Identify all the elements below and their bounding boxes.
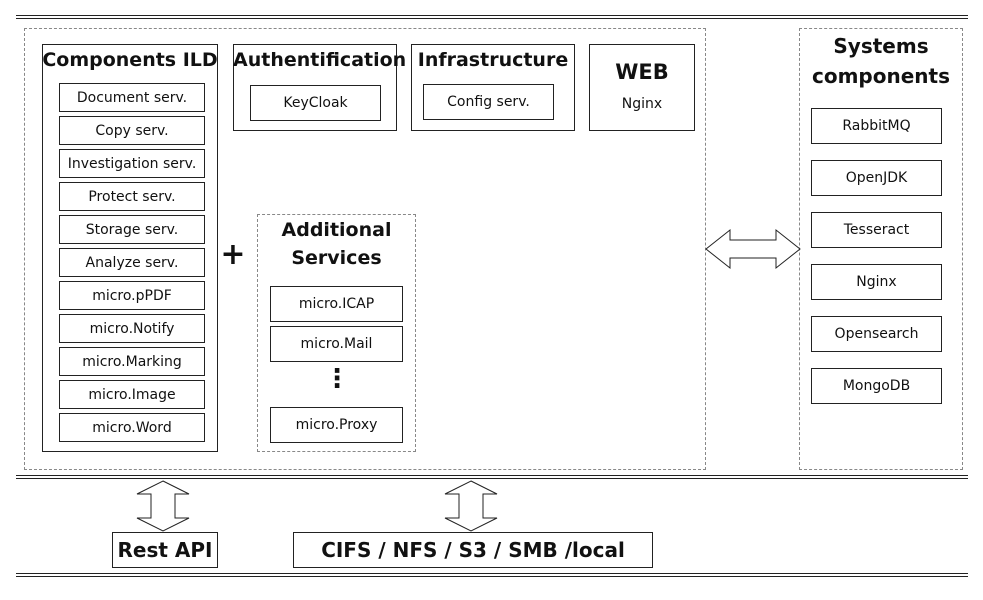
additional-item-mail: micro.Mail [270,326,403,362]
component-item-document: Document serv. [59,83,205,112]
component-item-analyze: Analyze serv. [59,248,205,277]
component-item-investigation: Investigation serv. [59,149,205,178]
keycloak-box: KeyCloak [250,85,381,121]
system-item-opensearch: Opensearch [811,316,942,352]
additional-item-icap: micro.ICAP [270,286,403,322]
system-item-tesseract: Tesseract [811,212,942,248]
component-item-ppdf: micro.pPDF [59,281,205,310]
system-item-rabbitmq: RabbitMQ [811,108,942,144]
component-item-word: micro.Word [59,413,205,442]
system-item-openjdk: OpenJDK [811,160,942,196]
bidirectional-arrow-horizontal [705,228,801,270]
systems-title-line1: Systems [833,34,929,58]
web-title: WEB [615,60,669,84]
config-serv-box: Config serv. [423,84,554,120]
system-item-mongodb: MongoDB [811,368,942,404]
bidirectional-arrow-storage [444,480,498,532]
additional-ellipsis: ⋮ [324,364,350,394]
plus-sign: + [220,237,246,272]
component-item-protect: Protect serv. [59,182,205,211]
storage-protocols-box: CIFS / NFS / S3 / SMB /local [293,532,653,568]
additional-services-title-line1: Additional [281,219,392,241]
component-item-marking: micro.Marking [59,347,205,376]
web-panel [589,44,695,131]
component-item-image: micro.Image [59,380,205,409]
additional-services-title-line2: Services [291,247,382,269]
additional-services-panel [257,214,416,452]
top-separator [16,15,968,19]
additional-item-proxy: micro.Proxy [270,407,403,443]
bidirectional-arrow-rest-api [136,480,190,532]
component-item-copy: Copy serv. [59,116,205,145]
middle-separator [16,475,968,479]
component-item-storage: Storage serv. [59,215,205,244]
rest-api-box: Rest API [112,532,218,568]
web-nginx-label: Nginx [621,96,663,112]
components-ild-title: Components ILD [42,49,218,71]
bottom-separator [16,573,968,577]
infrastructure-title: Infrastructure [417,49,569,71]
system-item-nginx: Nginx [811,264,942,300]
systems-title-line2: components [812,64,950,88]
component-item-notify: micro.Notify [59,314,205,343]
authentification-title: Authentification [233,49,407,71]
